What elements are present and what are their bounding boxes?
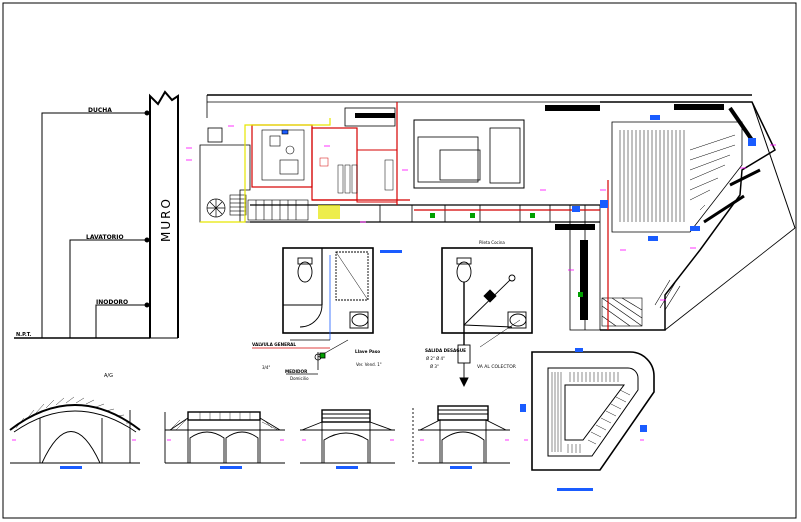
yellow-area [318,205,340,219]
riser-label-toilet: INODORO [96,299,128,306]
restroom-plan-mini [261,129,305,181]
elevation-4 [412,405,510,464]
note-drain-a: SALIDA DESAGUE [425,348,466,353]
blue-tags [380,115,756,253]
note-valve: VALVULA GENERAL [252,342,296,347]
lot-details [601,279,681,327]
riser-diagram [14,90,179,339]
ramp-detail-hatch [551,372,631,453]
bench-bars [355,104,724,320]
section-caption: A/G [104,373,113,379]
elevation-1 [9,404,141,464]
note-valve-sub: 3/4" [262,365,270,370]
bathroom-plan-left [282,247,374,334]
note-drain-b: Ø 2" Ø 4" [426,356,445,361]
note-meter: MEDIDOR [285,369,308,374]
ramp-hatch [619,106,761,224]
note-pipe: Llave Paso [355,349,380,354]
elevation-2 [164,411,285,464]
note-meter-sub: Domicilio [290,376,309,381]
annotation-marks [186,125,776,301]
red-walls [312,102,609,330]
elevation-3 [300,409,395,464]
note-sink: Pileta Cocina [479,240,505,245]
ramp-detail-tags [520,348,647,491]
ramp-detail-plan [531,351,655,471]
riser-label-lavatory: LAVATORIO [86,234,124,241]
elevation-2-hatch [171,412,279,431]
plant-symbol [206,198,226,218]
elevation-tags [60,466,472,469]
circulation-path [200,118,331,223]
green-fixtures [430,213,583,297]
wall-label: MURO [159,197,173,242]
riser-label-shower: DUCHA [88,107,112,114]
classroom-seats [319,157,394,194]
elevation-1-hatch [15,396,132,429]
bathroom-plan-right [441,247,533,388]
floor-level-label: N.P.T. [16,332,31,338]
note-pipe-sub: Ver. Vend. 1" [356,362,382,367]
plumbing-valve-diagram [252,339,349,375]
note-collector: VA AL COLECTOR [477,364,516,370]
stall-row [229,194,309,221]
note-drain-c: Ø 3" [430,364,439,369]
